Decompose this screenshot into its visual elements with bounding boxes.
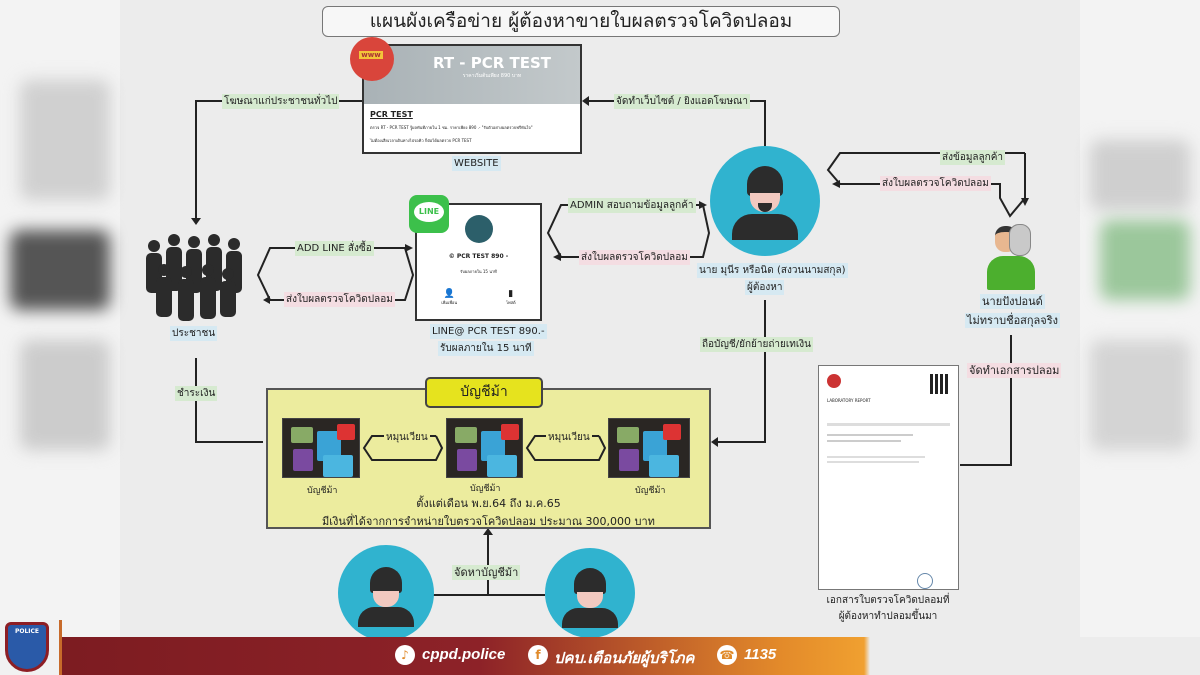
qr-code-icon xyxy=(930,374,950,394)
website-screenshot: RT - PCR TEST ราคาเริ่มต้นเพียง 890 บาท … xyxy=(362,44,582,154)
send-fake-label: ส่งใบผลตรวจโควิดปลอม xyxy=(579,250,690,265)
rotate-arrows xyxy=(525,435,607,461)
report-title: LABORATORY REPORT xyxy=(827,398,871,403)
connector xyxy=(195,441,263,443)
find-account-label: จัดหาบัญชีม้า xyxy=(452,565,521,580)
add-line-label: ADD LINE สั่งซื้อ xyxy=(295,241,374,256)
arrow-left-icon xyxy=(711,437,718,447)
tiktok-handle[interactable]: cppd.police xyxy=(422,646,506,663)
footer-banner xyxy=(0,637,1200,675)
diagram-title: แผนผังเครือข่าย ผู้ต้องหาขายใบผลตรวจโควิ… xyxy=(322,6,840,37)
arrow-left-icon xyxy=(582,96,589,106)
suspect-avatar xyxy=(710,146,820,256)
www-icon-text: www xyxy=(359,51,383,59)
bank-books-image xyxy=(608,418,690,478)
mule-amount: มีเงินที่ได้จากการจำหน่ายใบตรวจโควิดปลอม… xyxy=(322,515,655,528)
rotate-label: หมุนเวียน xyxy=(546,430,592,445)
connector xyxy=(764,300,766,442)
make-doc-label: จัดทำเอกสารปลอม xyxy=(967,363,1062,378)
send-fake-label: ส่งใบผลตรวจโควิดปลอม xyxy=(880,176,991,191)
send-fake-label: ส่งใบผลตรวจโควิดปลอม xyxy=(284,292,395,307)
tiktok-icon: ♪ xyxy=(395,645,415,665)
post-button: ▮โพสต์ xyxy=(505,289,516,305)
doc-caption-2: ผู้ต้องหาทำปลอมขึ้นมา xyxy=(838,611,938,622)
send-customer-label: ส่งข้อมูลลูกค้า xyxy=(940,150,1006,165)
pay-label: ชำระเงิน xyxy=(175,386,218,401)
bank-books-image xyxy=(446,418,523,478)
line-app-icon: LINE xyxy=(409,195,449,233)
doc-caption-1: เอกสารใบตรวจโควิดปลอมที่ xyxy=(826,595,950,606)
blurred-left-panel xyxy=(0,0,120,637)
phone-icon: ☎ xyxy=(717,645,737,665)
connector xyxy=(487,534,489,595)
connector xyxy=(1010,335,1012,466)
connector xyxy=(430,594,545,596)
add-friend-button: 👤เพิ่มเพื่อน xyxy=(441,289,458,305)
line-caption-2: รับผลภายใน 15 นาที xyxy=(438,341,534,356)
customer-arrows xyxy=(826,152,1029,218)
website-header: RT - PCR TEST xyxy=(432,54,552,72)
masked-person-icon xyxy=(985,222,1040,290)
crowd-icon xyxy=(146,234,242,321)
post-label: โพสต์ xyxy=(505,300,516,305)
accomplice-avatar xyxy=(338,545,434,641)
line-account-name: © PCR TEST 890 - xyxy=(448,253,509,260)
fake-lab-report: LABORATORY REPORT xyxy=(818,365,959,590)
connector xyxy=(960,464,1012,466)
connector xyxy=(764,100,766,148)
www-icon: www xyxy=(350,37,394,81)
mule-period: ตั้งแต่เดือน พ.ย.64 ถึง ม.ค.65 xyxy=(416,497,561,510)
advertise-label: โฆษณาแก่ประชาชนทั่วไป xyxy=(222,94,340,109)
admin-ask-label: ADMIN สอบถามข้อมูลลูกค้า xyxy=(568,198,696,213)
facebook-page[interactable]: ปคบ.เตือนภัยผู้บริโภค xyxy=(554,650,695,667)
mule-account-label: บัญชีม้า xyxy=(635,486,666,496)
police-badge-logo: POLICE xyxy=(5,622,49,672)
rotate-label: หมุนเวียน xyxy=(384,430,430,445)
bank-books-image xyxy=(282,418,360,478)
website-text: ไม่ต้องเสียเวลาเดินทางไปรอคิว ก็ต่อได้ผล… xyxy=(370,138,472,143)
suspect-role: ผู้ต้องหา xyxy=(745,280,785,295)
make-website-label: จัดทำเว็บไซต์ / ยิงแอดโฆษณา xyxy=(614,94,750,109)
hotline-number[interactable]: 1135 xyxy=(744,646,777,663)
website-caption: WEBSITE xyxy=(452,156,501,171)
rotate-arrows xyxy=(362,435,444,461)
hold-account-label: ถือบัญชี/ยักย้ายถ่ายเทเงิน xyxy=(700,337,814,352)
admin-arrows xyxy=(546,201,711,261)
facebook-icon: f xyxy=(528,645,548,665)
website-heading: PCR TEST xyxy=(370,110,413,119)
mule-account-label: บัญชีม้า xyxy=(307,486,338,496)
website-text: ตรวจ RT - PCR TEST รู้ผลทันทีภายใน 1 ชม.… xyxy=(370,125,533,130)
public-label: ประชาชน xyxy=(170,326,218,341)
mule-header: บัญชีม้า xyxy=(425,377,543,408)
add-line-arrows xyxy=(256,244,415,304)
suspect-name: นาย มุนีร หรือนิด (สงวนนามสกุล) xyxy=(697,263,848,278)
connector xyxy=(714,441,766,443)
blurred-right-panel xyxy=(1080,0,1200,637)
add-friend-label: เพิ่มเพื่อน xyxy=(441,300,458,305)
profile-icon xyxy=(464,215,493,243)
website-subheader: ราคาเริ่มต้นเพียง 890 บาท xyxy=(462,73,522,79)
connector xyxy=(195,100,197,222)
arrow-up-icon xyxy=(483,528,493,535)
accomplice-name: นายปังปอนด์ xyxy=(980,294,1045,309)
line-account-subtitle: รับผลภายใน 15 นาที xyxy=(460,269,497,274)
line-caption-1: LINE@ PCR TEST 890.- xyxy=(430,324,547,339)
mule-account-label: บัญชีม้า xyxy=(470,484,501,494)
arrow-down-icon xyxy=(191,218,201,230)
accomplice-note: ไม่ทราบชื่อสกุลจริง xyxy=(965,313,1061,328)
line-icon-text: LINE xyxy=(414,202,444,222)
accomplice-avatar xyxy=(545,548,635,638)
